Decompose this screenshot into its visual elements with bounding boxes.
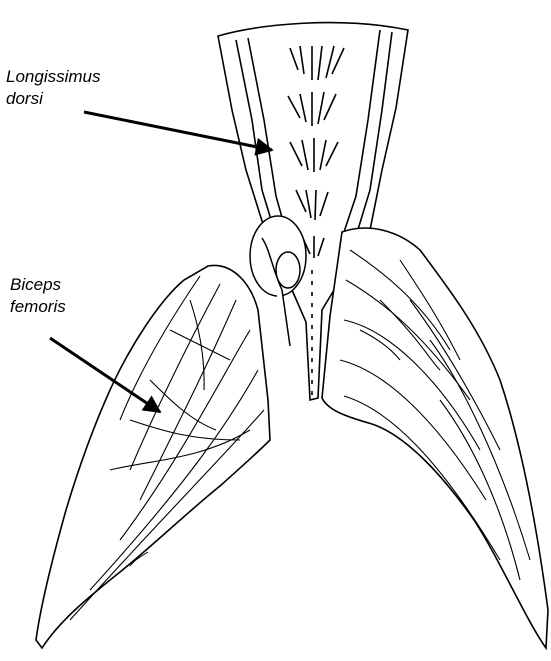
- left-thigh-muscle: [36, 265, 270, 648]
- longissimus-label-line2: dorsi: [6, 88, 101, 110]
- biceps-label-line2: femoris: [10, 296, 66, 318]
- biceps-femoris-label: Biceps femoris: [10, 274, 66, 318]
- biceps-label-line1: Biceps: [10, 274, 66, 296]
- longissimus-label-line1: Longissimus: [6, 66, 101, 88]
- right-thigh-muscle: [322, 228, 548, 648]
- longissimus-dorsi-label: Longissimus dorsi: [6, 66, 101, 110]
